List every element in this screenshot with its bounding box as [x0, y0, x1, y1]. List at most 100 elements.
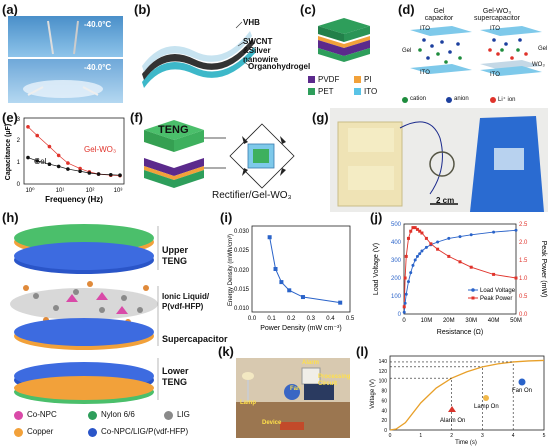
e-point-1-2	[47, 162, 52, 166]
j-voltage-point-16	[492, 230, 496, 234]
fan-icon	[518, 378, 526, 386]
layer-organohydrogel: Organohydrogel	[248, 62, 311, 71]
j-legend-1: Peak Power	[480, 296, 512, 302]
e-point-1-5	[78, 169, 82, 174]
j-voltage-point-8	[418, 252, 422, 256]
panel-label-k: (k)	[218, 344, 234, 359]
j-ylabel-left: Load Voltage (V)	[373, 243, 380, 295]
j-yl-5: 500	[391, 222, 402, 228]
e-series-a-label: Gel-WO₃	[84, 145, 116, 154]
l-yt-0: 0	[384, 428, 387, 434]
cold-photo-bottom	[8, 59, 123, 103]
teng-stack-diagram	[318, 18, 370, 62]
l-xt-3: 3	[481, 433, 484, 439]
j-power-point-6	[413, 226, 417, 230]
j-voltage-point-3	[406, 280, 410, 284]
panel-label-h: (h)	[2, 210, 19, 225]
j-yl-0: 0	[398, 312, 402, 318]
i-ytick-1: 0.015	[234, 287, 250, 293]
i-xtick-1: 0.1	[267, 316, 276, 322]
j-yr-3: 1.5	[519, 258, 528, 264]
e-point-1-7	[96, 172, 101, 176]
lower-teng-label: Lower TENG	[162, 366, 189, 387]
e-point-0-0	[26, 125, 30, 129]
panel-label-g: (g)	[312, 110, 329, 125]
e-point-0-1	[35, 133, 40, 138]
ito-label-2: ITO	[490, 26, 500, 32]
i-xtick-2: 0.2	[287, 316, 296, 322]
l-xlabel: Time (s)	[455, 440, 477, 446]
j-voltage-point-7	[415, 254, 419, 258]
e-xtick-1: 10¹	[56, 188, 65, 194]
j-xt-0: 0	[402, 318, 406, 324]
wo3-label: WO₃	[532, 62, 545, 68]
e-ytick-2: 2	[17, 138, 21, 144]
tag-fan: Fan	[290, 386, 301, 392]
e-point-0-3	[56, 153, 61, 158]
l-event-fan: Fan On	[512, 388, 532, 394]
e-ytick-1: 1	[17, 160, 21, 166]
l-yt-7: 140	[379, 359, 388, 365]
gel-label: Gel	[402, 48, 412, 54]
panel-label-c: (c)	[300, 2, 316, 17]
j-xlabel: Resistance (Ω)	[437, 329, 483, 336]
panel-label-e: (e)	[2, 110, 18, 125]
j-xt-1: 10M	[421, 318, 433, 324]
j-xt-4: 40M	[488, 318, 500, 324]
panel-label-a: (a)	[2, 2, 18, 17]
j-voltage-point-9	[420, 249, 424, 253]
j-yl-1: 100	[391, 294, 402, 300]
panel-label-f: (f)	[130, 110, 143, 125]
l-xt-2: 2	[450, 433, 453, 439]
l-yt-5: 100	[379, 379, 388, 385]
j-voltage-point-14	[458, 235, 462, 239]
j-power-point-9	[420, 231, 424, 235]
l-xt-0: 0	[389, 433, 392, 439]
i-line	[269, 237, 341, 304]
i-xtick-3: 0.3	[307, 316, 316, 322]
j-power-point-10	[424, 236, 428, 240]
e-point-0-2	[47, 144, 52, 149]
tag-device: Device	[262, 420, 282, 426]
i-ytick-4: 0.030	[234, 229, 250, 235]
capacitor-comparison-diagram	[410, 26, 542, 76]
j-power-point-17	[514, 276, 518, 280]
alarm-icon	[448, 406, 456, 412]
l-curve	[389, 359, 545, 431]
e-xtick-0: 10⁰	[25, 187, 35, 194]
e-ytick-3: 3	[17, 117, 21, 123]
j-yl-2: 200	[391, 276, 402, 282]
l-ylabel: Voltage (V)	[370, 379, 376, 409]
panel-label-i: (i)	[220, 210, 233, 225]
teng-label: TENG	[158, 124, 189, 136]
e-point-1-8	[108, 172, 113, 177]
j-yr-1: 0.5	[519, 294, 528, 300]
l-xt-4: 4	[512, 433, 515, 439]
demo-photo	[236, 358, 350, 438]
tag-lamp: Lamp	[240, 400, 257, 406]
exploded-device-diagram	[10, 224, 159, 404]
temp-bottom: -40.0°C	[84, 63, 112, 72]
j-power-point-1	[403, 276, 407, 280]
legend-h: Co-NPC Nylon 6/6 LIG Copper Co-NPC/LIG/P…	[14, 410, 224, 444]
chart-voltage-time: 0 20 40 60 80 100 120 140 0 1 2 3 4 5 Ti…	[370, 355, 546, 446]
e-point-1-4	[66, 167, 70, 171]
ito-label-1: ITO	[420, 26, 430, 32]
panel-label-j: (j)	[370, 210, 383, 225]
upper-teng-label: Upper TENG	[162, 245, 189, 266]
layer-swcnt: SWCNT &Silver nanowire	[243, 37, 279, 64]
e-point-1-1	[35, 159, 40, 163]
e-series-b-label: Gel	[34, 157, 47, 166]
l-xt-1: 1	[419, 433, 422, 439]
temp-top: -40.0°C	[84, 20, 112, 29]
j-power-point-5	[411, 226, 415, 230]
j-voltage-point-12	[436, 240, 440, 244]
panel-label-l: (l)	[356, 344, 369, 359]
supercapacitor-label: Supercapacitor	[162, 334, 228, 344]
j-yr-0: 0.0	[519, 312, 528, 318]
j-power-point-4	[409, 229, 413, 233]
j-voltage-point-5	[411, 263, 415, 267]
i-xtick-4: 0.4	[326, 316, 335, 322]
j-line-power	[403, 227, 517, 307]
e-point-0-4	[66, 161, 70, 165]
